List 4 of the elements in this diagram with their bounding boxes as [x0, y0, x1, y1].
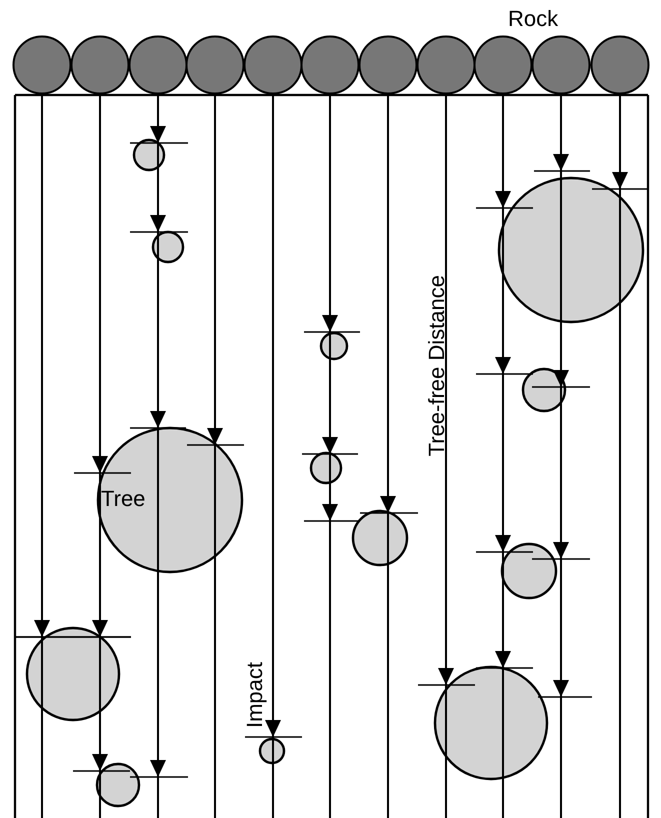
diagram-label: Tree-free Distance: [426, 275, 448, 457]
diagram-label: Tree: [101, 488, 146, 510]
diagram-label: Rock: [508, 8, 558, 30]
diagram-label: Impact: [244, 662, 266, 728]
